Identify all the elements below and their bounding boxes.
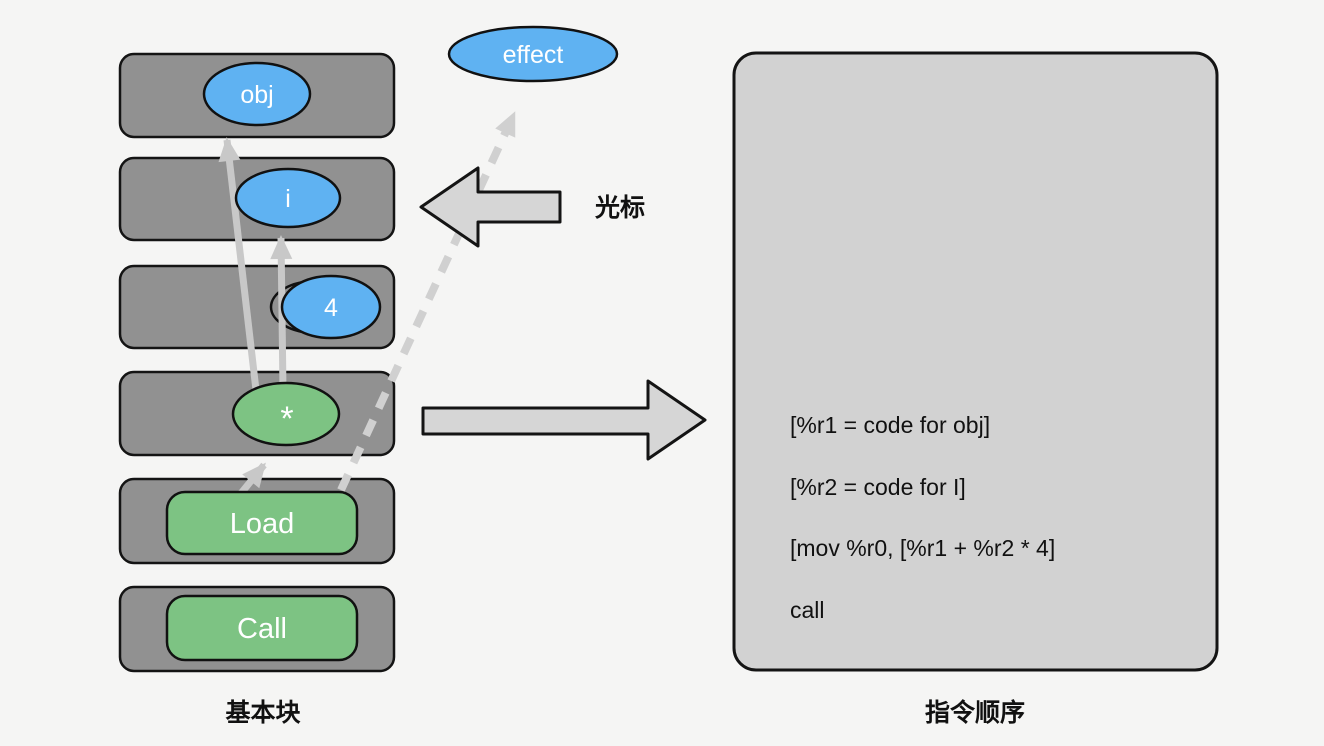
node-mul-ellipse: [231, 381, 341, 447]
edge-mul-to-obj: [218, 137, 260, 391]
node-effect-label: effect: [503, 41, 564, 69]
instruction-line-4: call: [790, 597, 825, 623]
lowering-arrow-icon: [421, 379, 707, 461]
instruction-line-1: [%r1 = code for obj]: [790, 412, 990, 438]
node-load-label: Load: [230, 508, 295, 540]
node-effect-ellipse: [447, 25, 619, 83]
node-call-label: Call: [237, 613, 287, 645]
node-load-box: [165, 490, 359, 556]
node-call-box: [165, 594, 359, 662]
cursor-arrow-icon: [419, 166, 562, 248]
node-obj-ellipse: [202, 61, 312, 127]
cursor-label: 光标: [594, 194, 645, 222]
instruction-panel: [732, 51, 1219, 672]
edge-load-to-effect-dashed: [337, 111, 518, 492]
instruction-line-3: [mov %r0, [%r1 + %r2 * 4]: [790, 535, 1055, 561]
node-i-ellipse: [234, 167, 342, 229]
node-4-label: 4: [324, 294, 338, 322]
node-4-ellipse: [280, 274, 382, 340]
instruction-line-2: [%r2 = code for I]: [790, 474, 966, 500]
node-obj-label: obj: [240, 81, 273, 109]
caption-instruction-order: 指令顺序: [925, 698, 1025, 727]
node-mul-label: *: [280, 400, 293, 438]
caption-basic-block: 基本块: [225, 699, 300, 727]
node-i-label: i: [285, 185, 291, 213]
